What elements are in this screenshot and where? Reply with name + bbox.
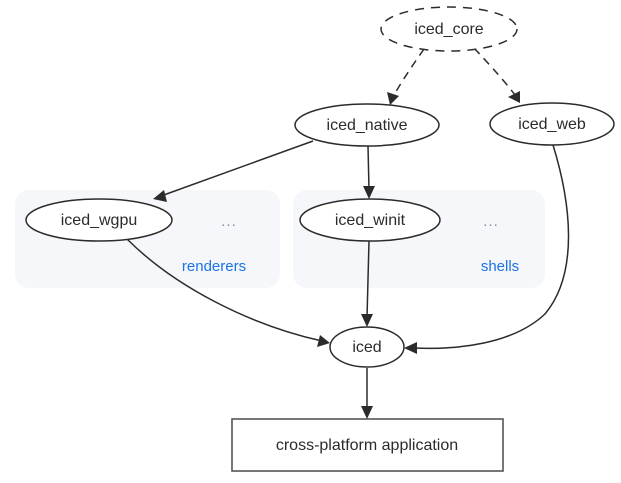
- arrow-head-native-winit: [363, 186, 375, 199]
- edge-winit-to-iced: [361, 240, 373, 327]
- edge-line-wgpu-iced: [126, 238, 323, 342]
- node-shape-iced-wgpu[interactable]: [25, 198, 173, 242]
- edge-line-core-native: [392, 48, 425, 98]
- node-iced-web[interactable]: iced_web: [489, 102, 615, 146]
- edge-wgpu-to-iced: [126, 238, 330, 347]
- node-shape-iced-winit[interactable]: [299, 198, 441, 242]
- arrow-head-web-iced: [404, 342, 417, 354]
- edge-line-core-web: [473, 47, 516, 96]
- node-iced[interactable]: iced: [329, 326, 405, 368]
- node-shape-iced[interactable]: [329, 326, 405, 368]
- node-iced-wgpu[interactable]: iced_wgpu: [25, 198, 173, 242]
- node-label-iced-wgpu: iced_wgpu: [61, 212, 138, 229]
- node-shape-iced-web[interactable]: [489, 102, 615, 146]
- edge-line-web-iced: [412, 144, 570, 350]
- node-shape-iced-core[interactable]: [380, 6, 518, 52]
- edge-native-to-wgpu: [153, 140, 314, 202]
- node-label-iced-web: iced_web: [518, 116, 586, 133]
- edge-line-native-winit: [367, 145, 370, 191]
- arrow-head-core-native: [387, 92, 399, 105]
- node-label-iced-core: iced_core: [414, 21, 483, 38]
- node-iced-native[interactable]: iced_native: [294, 103, 440, 147]
- node-iced-core[interactable]: iced_core: [380, 6, 518, 52]
- edge-native-to-winit: [363, 145, 375, 199]
- cluster-ellipsis-shells: ...: [483, 213, 499, 230]
- node-iced-winit[interactable]: iced_winit: [299, 198, 441, 242]
- edge-iced-to-app: [361, 368, 373, 419]
- node-label-iced-winit: iced_winit: [335, 212, 406, 229]
- cluster-label-shells: shells: [481, 258, 519, 275]
- node-cross-platform-application[interactable]: cross-platform application: [231, 418, 504, 472]
- node-shape-iced-native[interactable]: [294, 103, 440, 147]
- node-label-iced-native: iced_native: [327, 117, 408, 134]
- arrow-head-iced-app: [361, 406, 373, 419]
- node-label-application: cross-platform application: [276, 437, 458, 454]
- edge-web-to-iced: [404, 144, 570, 354]
- node-shape-application-box[interactable]: [231, 418, 504, 472]
- edges-group: [126, 47, 570, 419]
- arrow-head-core-web: [508, 91, 520, 103]
- edge-line-native-wgpu: [160, 140, 314, 197]
- arrow-head-wgpu-iced: [317, 335, 330, 347]
- cluster-ellipsis-renderers: ...: [221, 213, 237, 230]
- edge-core-to-web: [473, 47, 520, 103]
- node-label-iced: iced: [352, 339, 381, 356]
- edge-core-to-native: [387, 48, 425, 105]
- edge-line-winit-iced: [366, 240, 370, 319]
- arrow-head-winit-iced: [361, 314, 373, 327]
- arrow-head-native-wgpu: [153, 190, 167, 202]
- cluster-label-renderers: renderers: [182, 258, 246, 275]
